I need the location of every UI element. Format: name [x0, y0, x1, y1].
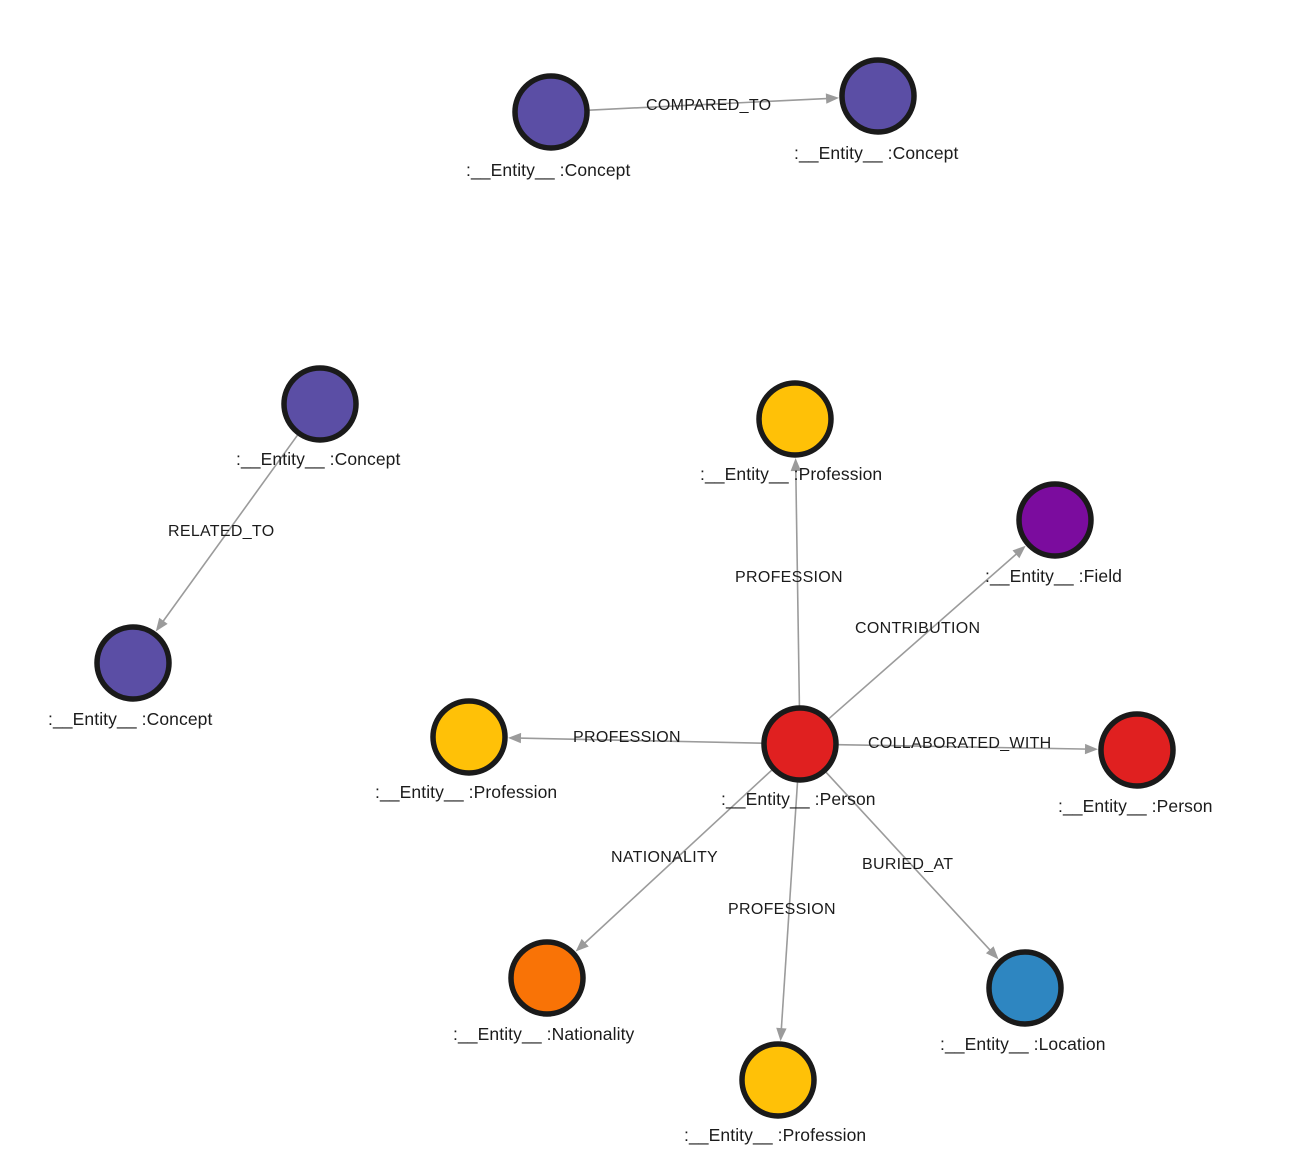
edge-arrowhead-icon	[985, 946, 999, 960]
edge-arrowhead-icon	[575, 938, 589, 952]
edge-line[interactable]	[825, 771, 993, 953]
node-label: :__Entity__ :Person	[721, 789, 876, 809]
edge-arrowhead-icon	[776, 1027, 787, 1042]
graph-node-profession[interactable]	[430, 698, 508, 776]
edges-layer	[155, 93, 1099, 1042]
edge-line[interactable]	[517, 737, 763, 744]
node-label: :__Entity__ :Concept	[236, 449, 401, 469]
edge-arrowhead-icon	[1012, 545, 1026, 559]
edge-label: RELATED_TO	[168, 523, 275, 540]
edge-line[interactable]	[161, 434, 299, 624]
edge-label: NATIONALITY	[611, 849, 719, 866]
node-label: :__Entity__ :Profession	[375, 782, 558, 802]
node-label: :__Entity__ :Concept	[466, 160, 631, 180]
node-label: :__Entity__ :Concept	[794, 143, 959, 163]
node-label: :__Entity__ :Nationality	[453, 1024, 635, 1044]
edge-label: CONTRIBUTION	[855, 620, 981, 637]
node-label: :__Entity__ :Field	[985, 566, 1123, 586]
edge-line[interactable]	[588, 97, 830, 111]
edge-arrowhead-icon	[1084, 743, 1099, 755]
graph-node-person[interactable]	[761, 705, 839, 783]
graph-node-concept[interactable]	[281, 365, 359, 443]
graph-node-profession[interactable]	[756, 380, 834, 458]
edge-arrowhead-icon	[155, 617, 168, 632]
node-label: :__Entity__ :Profession	[700, 464, 883, 484]
graph-node-concept[interactable]	[839, 57, 917, 135]
edge-line[interactable]	[780, 781, 799, 1032]
graph-node-concept[interactable]	[512, 73, 590, 151]
edge-arrowhead-icon	[507, 732, 522, 744]
edge-label: COLLABORATED_WITH	[868, 735, 1052, 752]
edge-label: PROFESSION	[573, 729, 681, 746]
graph-node-field[interactable]	[1016, 481, 1094, 559]
edge-line[interactable]	[582, 769, 773, 946]
nodes-layer	[94, 57, 1176, 1119]
edge-arrowhead-icon	[790, 457, 801, 472]
graph-node-profession[interactable]	[739, 1041, 817, 1119]
node-label: :__Entity__ :Concept	[48, 709, 213, 729]
node-label: :__Entity__ :Person	[1058, 796, 1213, 816]
node-label: :__Entity__ :Profession	[684, 1125, 867, 1145]
edge-line[interactable]	[837, 743, 1089, 750]
edge-label: PROFESSION	[728, 901, 836, 918]
edge-line[interactable]	[794, 467, 801, 707]
graph-node-concept[interactable]	[94, 624, 172, 702]
graph-node-location[interactable]	[986, 949, 1064, 1027]
edge-arrowhead-icon	[825, 93, 840, 104]
edge-label: BURIED_AT	[862, 856, 954, 873]
edge-label: PROFESSION	[735, 569, 843, 586]
graph-node-nationality[interactable]	[508, 939, 586, 1017]
node-label: :__Entity__ :Location	[940, 1034, 1106, 1054]
graph-node-person[interactable]	[1098, 711, 1176, 789]
edge-label: COMPARED_TO	[646, 97, 772, 114]
edge-line[interactable]	[828, 551, 1019, 720]
